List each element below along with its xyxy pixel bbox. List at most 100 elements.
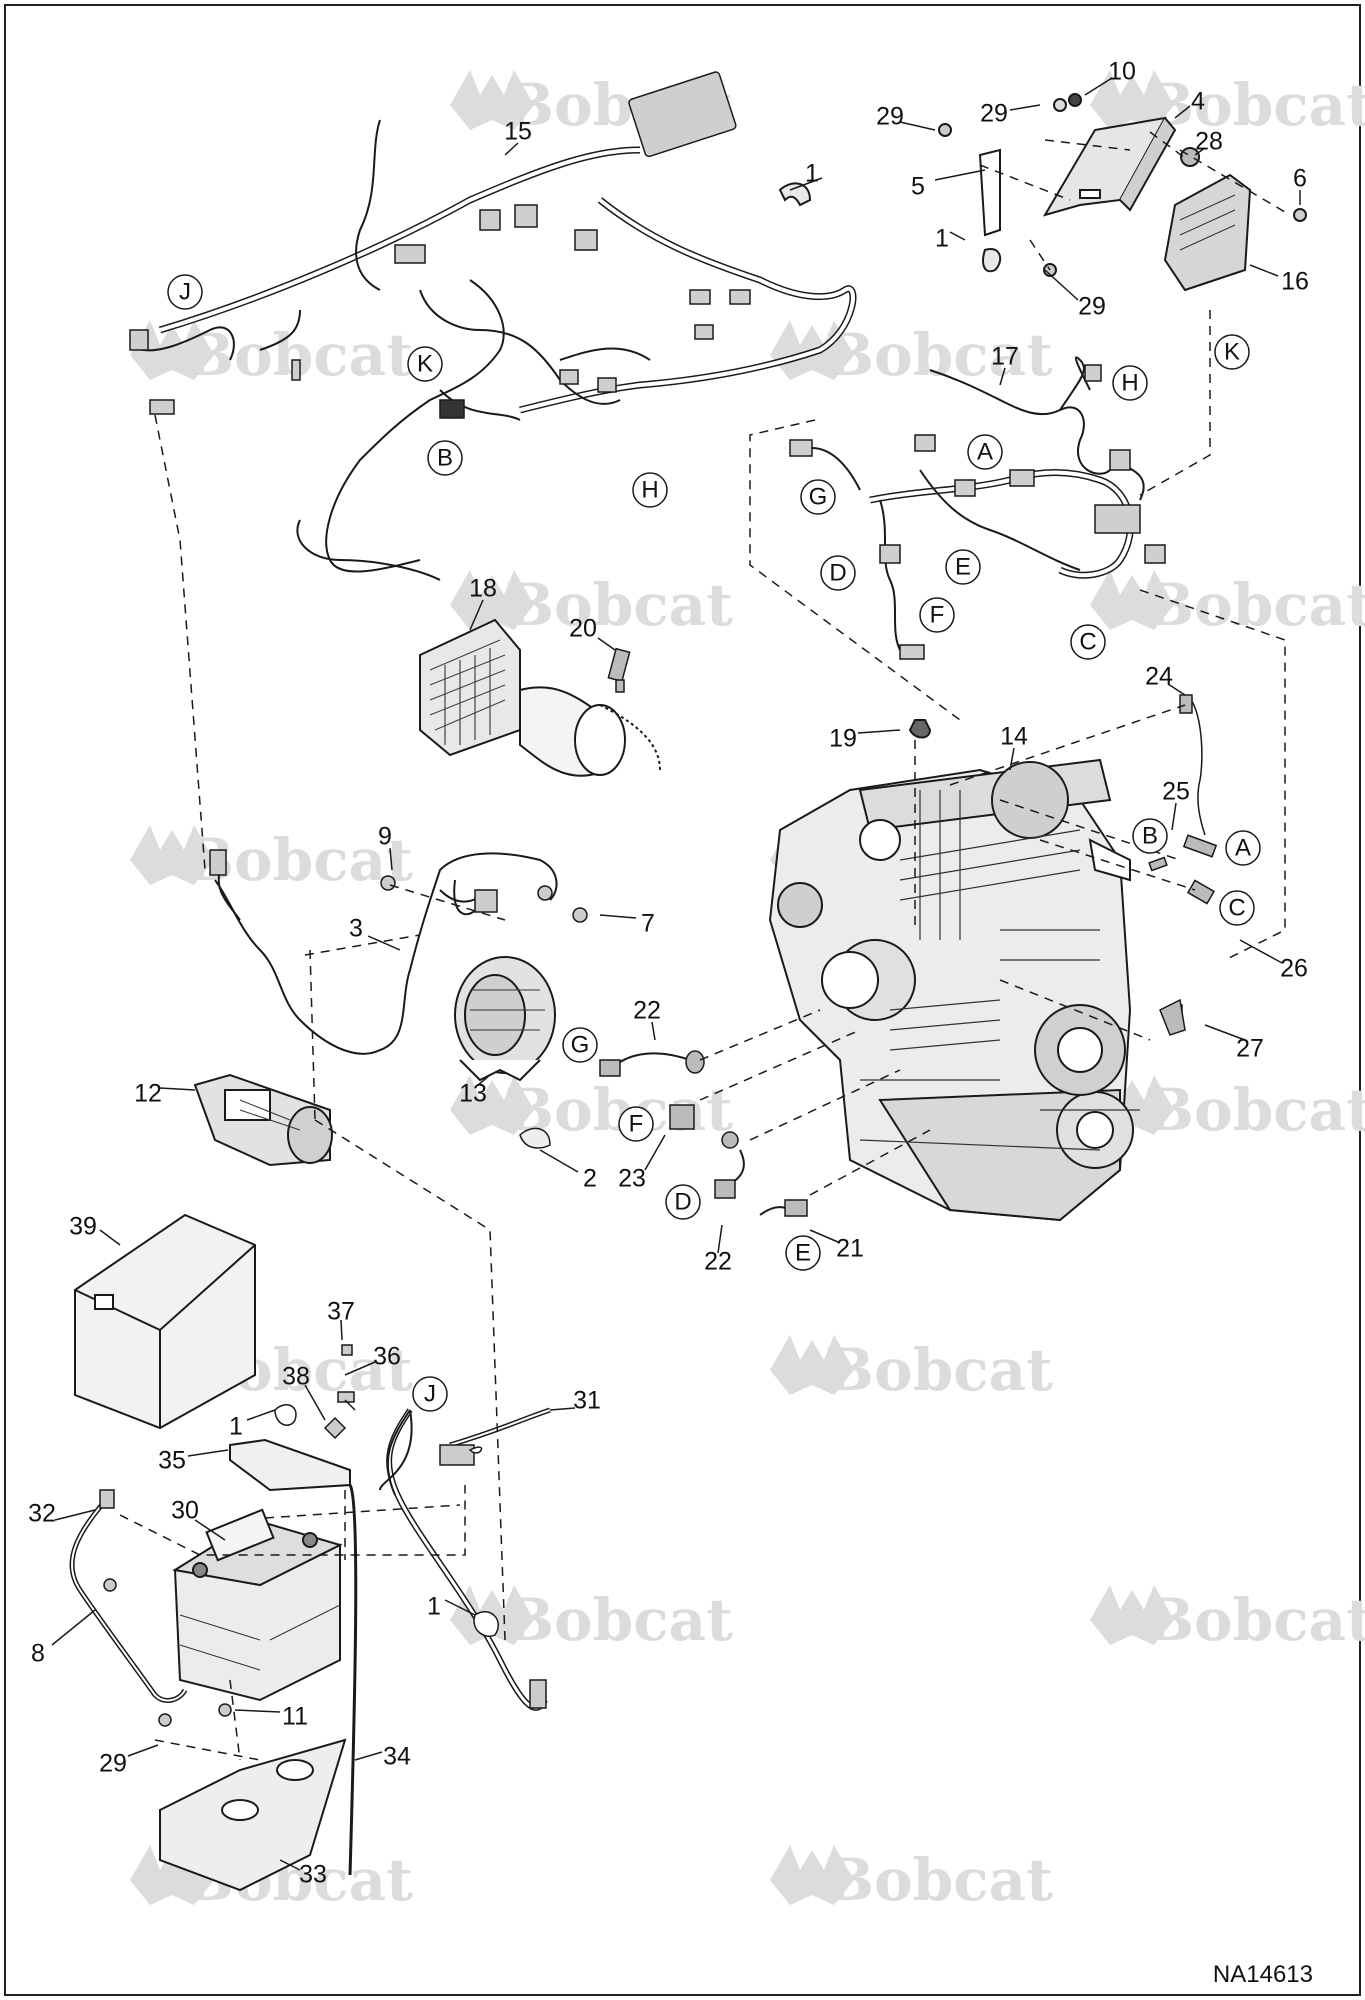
callout-leader xyxy=(539,1149,579,1173)
part-number-29: 29 xyxy=(1078,293,1106,321)
part-number-24: 24 xyxy=(1145,663,1173,691)
part-number-11: 11 xyxy=(282,1703,308,1731)
callout-leader xyxy=(367,935,401,951)
connector-letter-B: B xyxy=(1142,822,1158,849)
connector-letter-circle xyxy=(407,346,443,382)
part-number-14: 14 xyxy=(1000,723,1028,751)
part-number-15: 15 xyxy=(504,118,532,146)
part-number-19: 19 xyxy=(829,725,857,753)
cable-terminals xyxy=(209,849,588,923)
connector-letter-circle xyxy=(427,440,463,476)
part-number-29: 29 xyxy=(980,100,1008,128)
callout-leader xyxy=(1167,683,1186,696)
sensor-20 xyxy=(607,647,631,693)
part-number-29: 29 xyxy=(876,103,904,131)
connector-letter-C: C xyxy=(1228,894,1245,921)
part-number-21: 21 xyxy=(836,1235,864,1263)
connector-letter-D: D xyxy=(829,559,846,586)
air-filter xyxy=(419,618,661,777)
part-number-26: 26 xyxy=(1280,955,1308,983)
battery xyxy=(172,1508,343,1702)
watermark-logo xyxy=(770,1335,854,1395)
watermark-logo xyxy=(130,825,214,885)
clamps-top-right xyxy=(778,123,1307,277)
callout-leader xyxy=(1204,1024,1246,1041)
connector-letter-G: G xyxy=(809,483,828,510)
watermark-logo xyxy=(770,1845,854,1905)
part-number-33: 33 xyxy=(299,1861,327,1889)
callout-leader xyxy=(599,914,637,919)
starter-motor xyxy=(193,1073,333,1167)
callout-leader xyxy=(51,1609,96,1646)
callout-leader xyxy=(1084,77,1113,96)
battery-tray xyxy=(159,1738,347,1892)
connector-letter-circle xyxy=(919,597,955,633)
connector-letter-K: K xyxy=(417,350,433,377)
watermark-logo xyxy=(1090,70,1174,130)
part-number-32: 32 xyxy=(28,1500,56,1528)
connector-letter-circle xyxy=(1070,624,1106,660)
callout-leader xyxy=(354,1751,383,1761)
watermark-text: Bobcat xyxy=(825,1846,1053,1914)
callout-leader xyxy=(809,1229,839,1243)
part-number-1: 1 xyxy=(427,1593,441,1621)
part-number-3: 3 xyxy=(349,915,363,943)
leader-lines xyxy=(119,131,1291,1761)
part-number-4: 4 xyxy=(1191,88,1205,116)
callout-leader xyxy=(1194,147,1206,156)
part-number-5: 5 xyxy=(911,173,925,201)
part-number-22: 22 xyxy=(704,1248,732,1276)
callout-leader xyxy=(651,1021,656,1041)
callout-leader xyxy=(899,121,936,131)
connector-letter-B: B xyxy=(437,444,453,471)
callout-leader xyxy=(1009,104,1041,111)
frame-border xyxy=(4,4,1361,1996)
sensor-bodies xyxy=(519,1050,808,1217)
callout-leader xyxy=(340,1319,343,1341)
callout-leader xyxy=(159,1087,196,1091)
callout-leader xyxy=(1171,802,1177,831)
callout-leader xyxy=(717,1224,723,1254)
watermark-logo xyxy=(450,70,534,130)
connector-letter-circle xyxy=(1112,365,1148,401)
part-number-22: 22 xyxy=(633,997,661,1025)
part-number-8: 8 xyxy=(31,1640,45,1668)
callout-leader xyxy=(444,1599,476,1616)
callout-leader xyxy=(469,599,484,631)
part-number-13: 13 xyxy=(459,1080,487,1108)
connector-letter-circle xyxy=(167,274,203,310)
callout-leader xyxy=(1239,939,1283,964)
part-number-6: 6 xyxy=(1293,165,1307,193)
battery-cables xyxy=(69,1407,551,1711)
callout-leader xyxy=(99,1229,121,1246)
part-number-18: 18 xyxy=(469,575,497,603)
connector-letter-F: F xyxy=(930,601,945,628)
connector-letter-circle xyxy=(632,472,668,508)
alternator xyxy=(454,956,556,1082)
part-number-10: 10 xyxy=(1108,58,1136,86)
callout-leader xyxy=(389,847,393,871)
connector-letter-A: A xyxy=(977,438,993,465)
connector-letter-A: A xyxy=(1235,834,1251,861)
connector-letter-circle xyxy=(785,1235,821,1271)
ecu-module xyxy=(978,93,1252,292)
part-number-1: 1 xyxy=(805,160,819,188)
part-number-28: 28 xyxy=(1195,128,1223,156)
connector-letter-circle xyxy=(618,1106,654,1142)
part-number-9: 9 xyxy=(378,823,392,851)
watermark-logo xyxy=(1090,570,1174,630)
connector-letter-J: J xyxy=(179,278,191,305)
callout-leader xyxy=(597,637,616,651)
watermark-text: Bobcat xyxy=(505,571,733,639)
callout-leader xyxy=(187,1449,229,1457)
callout-leader xyxy=(949,231,966,241)
engine-sensors xyxy=(1148,694,1218,1036)
watermark-text: Bobcat xyxy=(1145,71,1365,139)
part-number-2: 2 xyxy=(583,1165,597,1193)
hold-down-bracket xyxy=(229,1438,358,1876)
callout-leader xyxy=(857,729,901,734)
callout-leader xyxy=(504,142,519,156)
part-number-30: 30 xyxy=(171,1497,199,1525)
